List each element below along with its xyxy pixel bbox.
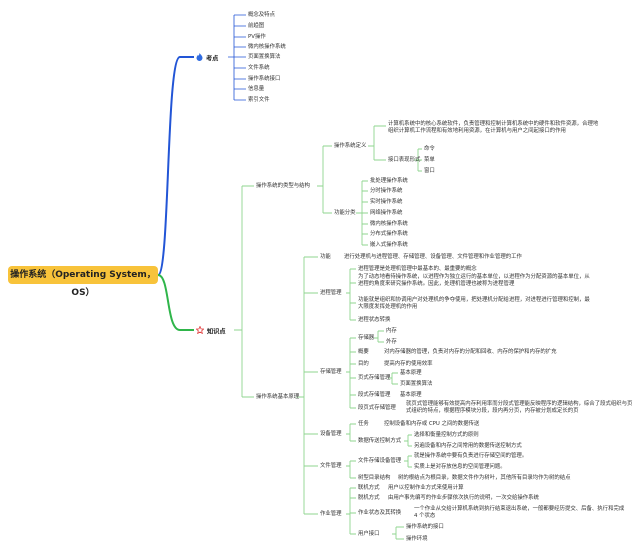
mem-pg-item[interactable]: 页面置换算法 xyxy=(400,381,433,387)
kaodian-node[interactable]: 考点 xyxy=(196,53,218,64)
job-node[interactable]: 作业管理 xyxy=(320,511,342,517)
mem-dev-item[interactable]: 内存 xyxy=(386,328,397,334)
gn-text: 进行处理机与进程管理、存储管理、设备管理、文件管理和作业管理的工作 xyxy=(344,254,522,260)
kaodian-item[interactable]: 索引文件 xyxy=(248,97,270,103)
job-j4-item[interactable]: 操作环境 xyxy=(406,536,428,542)
device-node[interactable]: 设备管理 xyxy=(320,431,342,437)
func-item[interactable]: 分布式操作系统 xyxy=(370,231,408,237)
kaodian-label: 考点 xyxy=(206,55,219,63)
kaodian-item[interactable]: 微内核操作系统 xyxy=(248,44,286,50)
iface-item[interactable]: 菜单 xyxy=(424,157,435,163)
iface-item[interactable]: 命令 xyxy=(424,146,435,152)
file-node[interactable]: 文件管理 xyxy=(320,463,342,469)
proc-text: 进程管理是处理机管理中最基本的、最重要的概念 xyxy=(358,266,477,272)
mem-sp-node[interactable]: 段页式存储管理 xyxy=(358,405,396,411)
root-node[interactable]: 操作系统（Operating System，OS） xyxy=(8,266,158,298)
file-fsm-item[interactable]: 就是操作系统中要有负责进行存储空间的管理。 xyxy=(414,453,528,459)
func-item[interactable]: 批处理操作系统 xyxy=(370,178,408,184)
mem-node[interactable]: 存储管理 xyxy=(320,369,342,375)
device-xfer-node[interactable]: 数据传送控制方式 xyxy=(358,438,402,444)
job-j3-node[interactable]: 作业状态及其转换 xyxy=(358,510,402,516)
proc-node[interactable]: 进程管理 xyxy=(320,290,342,296)
flame-icon xyxy=(196,53,203,64)
proc-text: 为了动态地看待操作系统，以进程作为独立运行的基本单位，以进程作为分配资源的基本单… xyxy=(358,274,590,287)
kaodian-item[interactable]: 前趋图 xyxy=(248,23,265,29)
proc-text: 功能就是组织和协调用户对处理机的争夺使用，把处理机分配给进程，对进程进行管理和控… xyxy=(358,297,590,310)
def-node[interactable]: 操作系统定义 xyxy=(334,143,367,149)
types-node[interactable]: 操作系统的类型与结构 xyxy=(256,183,310,189)
kaodian-item[interactable]: 文件系统 xyxy=(248,65,270,71)
job-j4-node[interactable]: 用户接口 xyxy=(358,531,380,537)
kaodian-item[interactable]: 页面置换算法 xyxy=(248,54,281,60)
mem-dev-node[interactable]: 存储器 xyxy=(358,335,375,341)
kaodian-item[interactable]: 概念及特点 xyxy=(248,12,275,18)
gn-node[interactable]: 功能 xyxy=(320,254,331,260)
func-node[interactable]: 功能分类 xyxy=(334,210,356,216)
device-task-node[interactable]: 任务 xyxy=(358,421,369,427)
job-j2-text: 由用户事先编写的作业步骤依次执行的说明，一次交给操作系统 xyxy=(388,495,539,501)
zhishi-label: 知识点 xyxy=(207,328,226,336)
func-item[interactable]: 实时操作系统 xyxy=(370,199,403,205)
mem-sg-text[interactable]: 基本原理 xyxy=(400,392,422,398)
mem-gai-text: 对内存储器的管理，负责对内存的分配和回收、内存的保护和内存的扩充 xyxy=(384,349,557,355)
mem-dev-item[interactable]: 外存 xyxy=(386,339,397,345)
device-xfer-item[interactable]: 选择和衡量控制方式的原则 xyxy=(414,432,479,438)
func-item[interactable]: 网络操作系统 xyxy=(370,210,403,216)
iface-node[interactable]: 接口表现形式 xyxy=(388,157,421,163)
func-item[interactable]: 分时操作系统 xyxy=(370,188,403,194)
file-fsm-node[interactable]: 文件存储设备管理 xyxy=(358,458,402,464)
mem-pg-item[interactable]: 基本原理 xyxy=(400,370,422,376)
mem-sg-node[interactable]: 段式存储管理 xyxy=(358,392,391,398)
device-task-text: 控制设备和内存或 CPU 之间的数据传送 xyxy=(384,421,480,427)
job-j1-node[interactable]: 联机方式 xyxy=(358,485,380,491)
zhishi-node[interactable]: 知识点 xyxy=(195,325,226,337)
job-j1-text: 用户以控制作业方式来使用计算 xyxy=(388,485,464,491)
job-j3-text: 一个作业从交给计算机系统到执行结束退出系统，一般都要经历提交、后备、执行和完成 … xyxy=(414,506,625,519)
kaodian-item[interactable]: 操作系统接口 xyxy=(248,76,281,82)
file-dir-node[interactable]: 树型目录结构 xyxy=(358,475,391,481)
func-item[interactable]: 嵌入式操作系统 xyxy=(370,242,408,248)
mem-sp-text: 就页式管理能够有效提高内存利用率而分段式管理能反映程序的逻辑结构，综合了段式组织… xyxy=(406,401,633,414)
file-fsm-item[interactable]: 实质上是对存放信息的空间管理问题。 xyxy=(414,464,506,470)
func-item[interactable]: 微内核操作系统 xyxy=(370,221,408,227)
mem-pg-node[interactable]: 页式存储管理 xyxy=(358,375,391,381)
mem-mu-node[interactable]: 目的 xyxy=(358,361,369,367)
def-text: 计算机系统中的核心系统软件，负责管理和控制计算机系统中的硬件和软件资源，合理地组… xyxy=(388,121,599,134)
job-j4-item[interactable]: 操作系统的接口 xyxy=(406,524,444,530)
mem-gai-node[interactable]: 概要 xyxy=(358,349,369,355)
star-icon xyxy=(195,325,205,337)
file-dir-text: 树的根结点为根目录，数据文件作为树叶，其他所有目录均作为树的结点 xyxy=(398,475,571,481)
device-xfer-item[interactable]: 另遍设备和内存之间常用的数据传送控制方式 xyxy=(414,443,522,449)
basic-node[interactable]: 操作系统基本原理 xyxy=(256,394,300,400)
iface-item[interactable]: 窗口 xyxy=(424,168,435,174)
proc-text[interactable]: 进程状态转换 xyxy=(358,317,391,323)
job-j2-node[interactable]: 脱机方式 xyxy=(358,495,380,501)
kaodian-item[interactable]: 信息量 xyxy=(248,86,265,92)
mem-mu-text: 提高内存的使用效率 xyxy=(384,361,433,367)
kaodian-item[interactable]: PV操作 xyxy=(248,34,266,40)
